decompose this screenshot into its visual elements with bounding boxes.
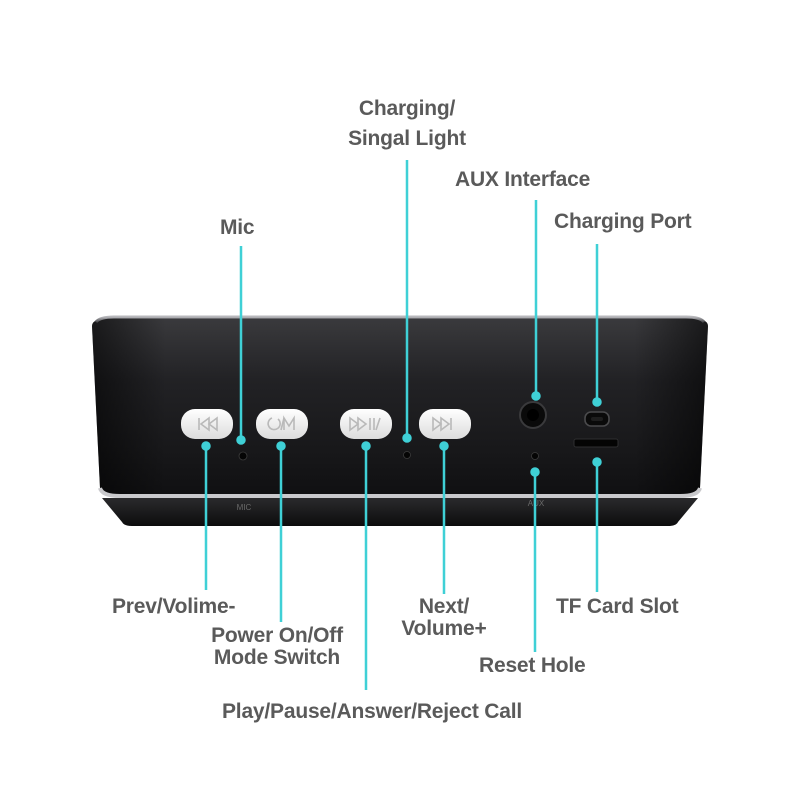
aux-leader <box>531 200 541 401</box>
next-volume-label: Next/ Volume+ <box>401 595 487 640</box>
reset-hole-label: Reset Hole <box>479 654 586 677</box>
tf-card-slot[interactable] <box>573 438 619 448</box>
reset-leader <box>530 467 540 652</box>
power-mode-icon <box>267 415 295 431</box>
play-leader <box>361 441 371 690</box>
charging-port-label: Charging Port <box>554 210 692 233</box>
power-mode-button[interactable] <box>256 409 308 439</box>
prev-volume-label: Prev/Volime- <box>112 595 236 618</box>
charging-port-leader <box>592 244 602 407</box>
charging-light-leader <box>402 160 412 443</box>
mic-hole <box>238 451 248 461</box>
tf-card-slot-label: TF Card Slot <box>556 595 679 618</box>
mic-leader <box>236 246 246 445</box>
previous-track-icon <box>198 416 218 432</box>
mic-label: Mic <box>220 216 255 239</box>
reset-hole[interactable] <box>531 452 539 460</box>
tf-leader <box>592 457 602 592</box>
mic-print: MIC <box>237 503 252 512</box>
next-leader <box>439 441 449 594</box>
play-pause-label: Play/Pause/Answer/Reject Call <box>222 700 523 723</box>
aux-print: AUX <box>528 499 545 508</box>
prev-leader <box>201 441 211 590</box>
charging-light <box>403 451 411 459</box>
next-track-icon <box>432 416 452 432</box>
prev-button[interactable] <box>181 409 233 439</box>
play-pause-button[interactable] <box>340 409 392 439</box>
power-leader <box>276 441 286 622</box>
charging-port[interactable] <box>584 411 610 427</box>
play-pause-icon <box>349 416 381 432</box>
aux-interface-label: AUX Interface <box>455 168 591 191</box>
next-button[interactable] <box>419 409 471 439</box>
power-mode-label: Power On/Off Mode Switch <box>211 624 343 669</box>
charging-light-label: Charging/ Singal Light <box>348 97 466 150</box>
speaker-body <box>92 315 708 526</box>
